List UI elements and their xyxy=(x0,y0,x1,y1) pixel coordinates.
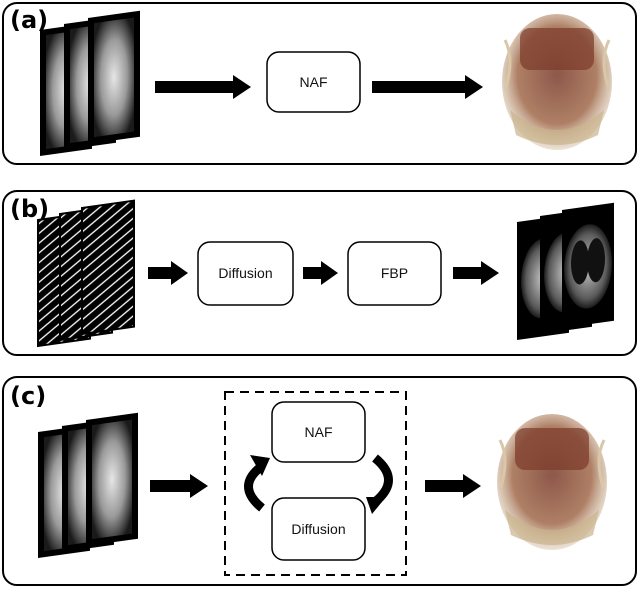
projection-stack xyxy=(38,412,138,558)
ct-slice-stack xyxy=(517,202,614,340)
panel-b: (b) Diffusion FBP xyxy=(2,190,637,356)
diffusion-label: Diffusion xyxy=(291,521,345,537)
cycle-arrow-right xyxy=(366,454,393,514)
arrow-right xyxy=(425,474,481,498)
projection-stack xyxy=(40,10,140,156)
panel-a-frame xyxy=(2,2,637,165)
joint-optimization-box xyxy=(224,391,407,576)
panel-b-frame xyxy=(2,190,637,356)
panel-a: (a) NAF xyxy=(2,2,637,165)
naf-block: NAF xyxy=(271,401,366,463)
fbp-label: FBP xyxy=(381,265,408,281)
arrow-right xyxy=(372,75,483,99)
arrow-right xyxy=(148,261,188,285)
fbp-block: FBP xyxy=(347,241,442,306)
arrow-right xyxy=(150,474,208,498)
arrow-right xyxy=(453,261,499,285)
diffusion-label: Diffusion xyxy=(218,265,272,281)
volume-render xyxy=(502,14,612,150)
panel-b-label: (b) xyxy=(10,195,49,223)
naf-label: NAF xyxy=(300,74,328,90)
volume-render xyxy=(497,414,607,550)
sinogram-stack xyxy=(37,199,135,348)
panel-c: (c) NAF Diffusion xyxy=(2,376,637,586)
diffusion-block: Diffusion xyxy=(197,241,294,306)
arrow-right xyxy=(155,75,251,99)
panel-c-frame xyxy=(2,376,637,586)
panel-c-label: (c) xyxy=(10,382,46,410)
arrow-right xyxy=(303,261,338,285)
naf-block: NAF xyxy=(266,51,361,113)
cycle-arrow-left xyxy=(244,455,270,512)
diffusion-block: Diffusion xyxy=(271,497,366,561)
naf-label: NAF xyxy=(305,424,333,440)
panel-a-label: (a) xyxy=(10,6,48,34)
